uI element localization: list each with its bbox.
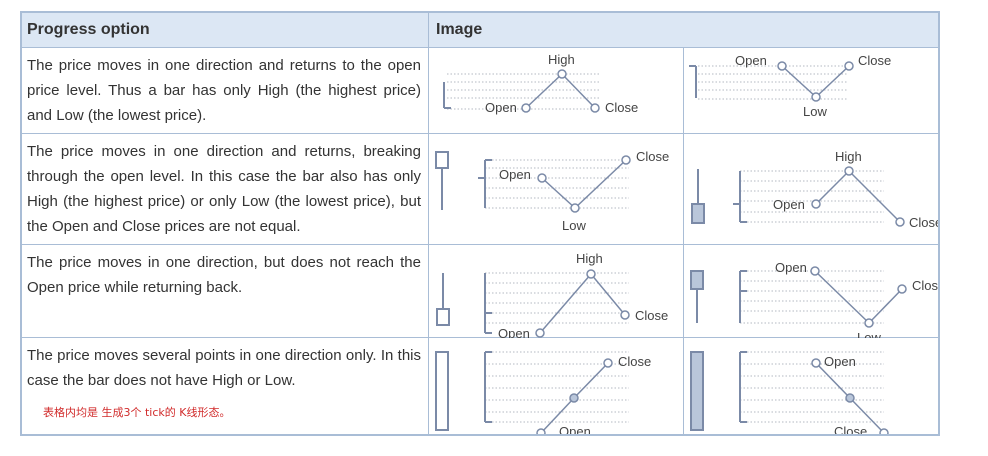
label-open: Open	[499, 167, 531, 182]
diagram-partial-low: Open Close Low	[684, 245, 945, 345]
header-progress-option: Progress option	[27, 21, 150, 38]
label-low: Low	[562, 218, 586, 233]
label-close: Close	[834, 424, 867, 436]
diagram-break-high: High Open Close	[684, 134, 942, 244]
label-high: High	[835, 149, 862, 164]
label-close: Close	[635, 308, 668, 323]
row-description: The price moves in one direction and ret…	[27, 143, 421, 235]
header-image: Image	[436, 21, 483, 38]
label-open: Open	[498, 326, 530, 338]
diagram-one-direction-down: Open Close	[684, 338, 940, 439]
row-description: The price moves in one direction, but do…	[27, 254, 421, 296]
label-high: High	[576, 251, 603, 266]
label-close: Close	[912, 278, 940, 293]
progress-options-table: Progress option Image The price moves in…	[20, 11, 945, 439]
column-divider	[683, 48, 684, 436]
label-low: Low	[803, 104, 827, 119]
column-divider	[428, 11, 429, 436]
table-row: The price moves several points in one di…	[20, 338, 940, 439]
label-close: Close	[858, 53, 891, 68]
diagram-partial-high: High Open Close	[429, 245, 683, 341]
diagram-break-low: Open Close Low	[429, 134, 683, 244]
diagram-high-return: High Open Close	[429, 48, 683, 133]
table-header: Progress option Image	[20, 11, 940, 48]
label-low: Low	[857, 330, 881, 338]
table-row: The price moves in one direction and ret…	[20, 48, 940, 134]
label-open: Open	[773, 197, 805, 212]
label-close: Close	[618, 354, 651, 369]
label-close: Close	[605, 100, 638, 115]
table-row: The price moves in one direction and ret…	[20, 134, 942, 245]
table-row: The price moves in one direction, but do…	[20, 245, 945, 345]
row-note: 表格内均是 生成3个 tick的 K线形态。	[43, 406, 231, 419]
label-open: Open	[485, 100, 517, 115]
diagram-low-return: Open Close Low	[684, 48, 940, 133]
label-close: Close	[909, 215, 940, 230]
label-open: Open	[559, 424, 591, 436]
row-description: The price moves in one direction and ret…	[27, 57, 421, 124]
label-close: Close	[636, 149, 669, 164]
label-open: Open	[775, 260, 807, 275]
label-high: High	[548, 52, 575, 67]
row-description: The price moves several points in one di…	[27, 347, 421, 389]
label-open: Open	[735, 53, 767, 68]
diagram-one-direction-up: Close Open	[429, 338, 683, 439]
label-open: Open	[824, 354, 856, 369]
